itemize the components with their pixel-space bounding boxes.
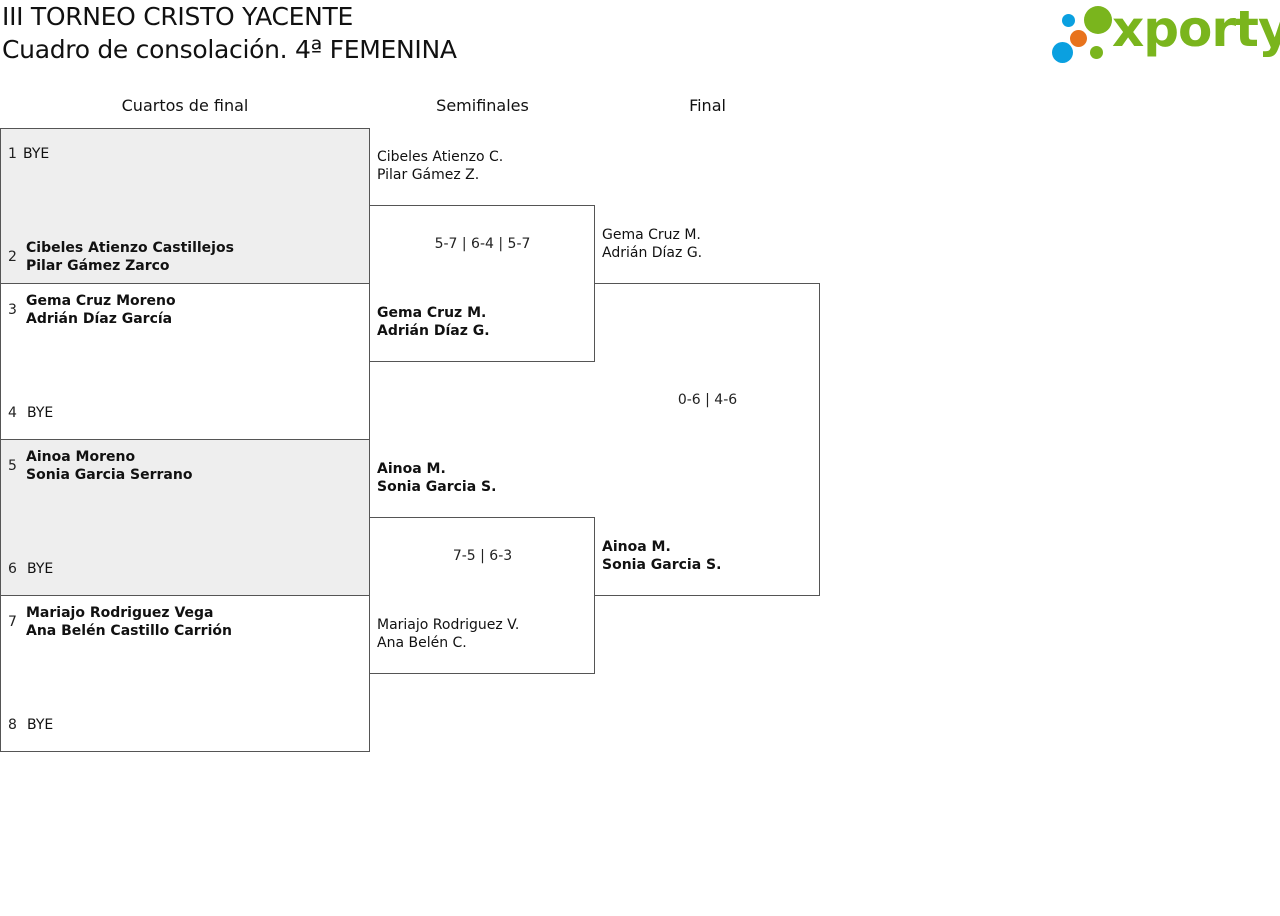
logo-dot-green [1084,6,1112,34]
team-name: Ainoa M. Sonia Garcia S. [602,539,722,573]
team-name: Ainoa Moreno Sonia Garcia Serrano [26,449,193,483]
team-name: Mariajo Rodriguez Vega Ana Belén Castill… [26,605,232,639]
semifinal-match-2 [370,517,595,674]
semifinal-match-1 [370,205,595,362]
match-score: 0-6 | 4-6 [677,392,738,408]
match-score: 5-7 | 6-4 | 5-7 [434,236,531,252]
logo-dot-green-small [1090,46,1103,59]
player-bye: BYE [27,561,54,577]
team-name: Gema Cruz M. Adrián Díaz G. [602,227,703,261]
round-header-quarterfinals: Cuartos de final [121,96,249,115]
logo-dot-blue-large [1052,42,1073,63]
team-name: Gema Cruz M. Adrián Díaz G. [377,305,490,339]
logo-dot-blue-small [1062,14,1075,27]
round-header-final: Final [689,96,726,115]
final-match [595,283,820,596]
seed-number: 1 [8,146,17,162]
team-name: Cibeles Atienzo Castillejos Pilar Gámez … [26,240,234,274]
seed-number: 4 [8,405,17,421]
tournament-title: III TORNEO CRISTO YACENTE [2,2,353,31]
seed-number: 7 [8,614,17,630]
logo-wordmark: xporty [1112,0,1280,58]
seed-number: 3 [8,302,17,318]
team-name: Cibeles Atienzo C. Pilar Gámez Z. [377,149,504,183]
xporty-logo: xporty [1050,0,1280,68]
player-bye: BYE [27,717,54,733]
team-name: Gema Cruz Moreno Adrián Díaz García [26,293,176,327]
seed-number: 5 [8,458,17,474]
match-score: 7-5 | 6-3 [452,548,513,564]
quarterfinal-match-4 [0,595,370,752]
seed-number: 8 [8,717,17,733]
seed-number: 2 [8,249,17,265]
team-name: Mariajo Rodriguez V. Ana Belén C. [377,617,520,651]
logo-dot-orange [1070,30,1087,47]
draw-subtitle: Cuadro de consolación. 4ª FEMENINA [2,35,457,64]
seed-number: 6 [8,561,17,577]
round-header-semifinals: Semifinales [436,96,529,115]
quarterfinal-match-1 [0,128,370,284]
player-bye: BYE [27,405,54,421]
quarterfinal-match-3 [0,439,370,596]
player-bye: BYE [23,146,50,162]
team-name: Ainoa M. Sonia Garcia S. [377,461,497,495]
